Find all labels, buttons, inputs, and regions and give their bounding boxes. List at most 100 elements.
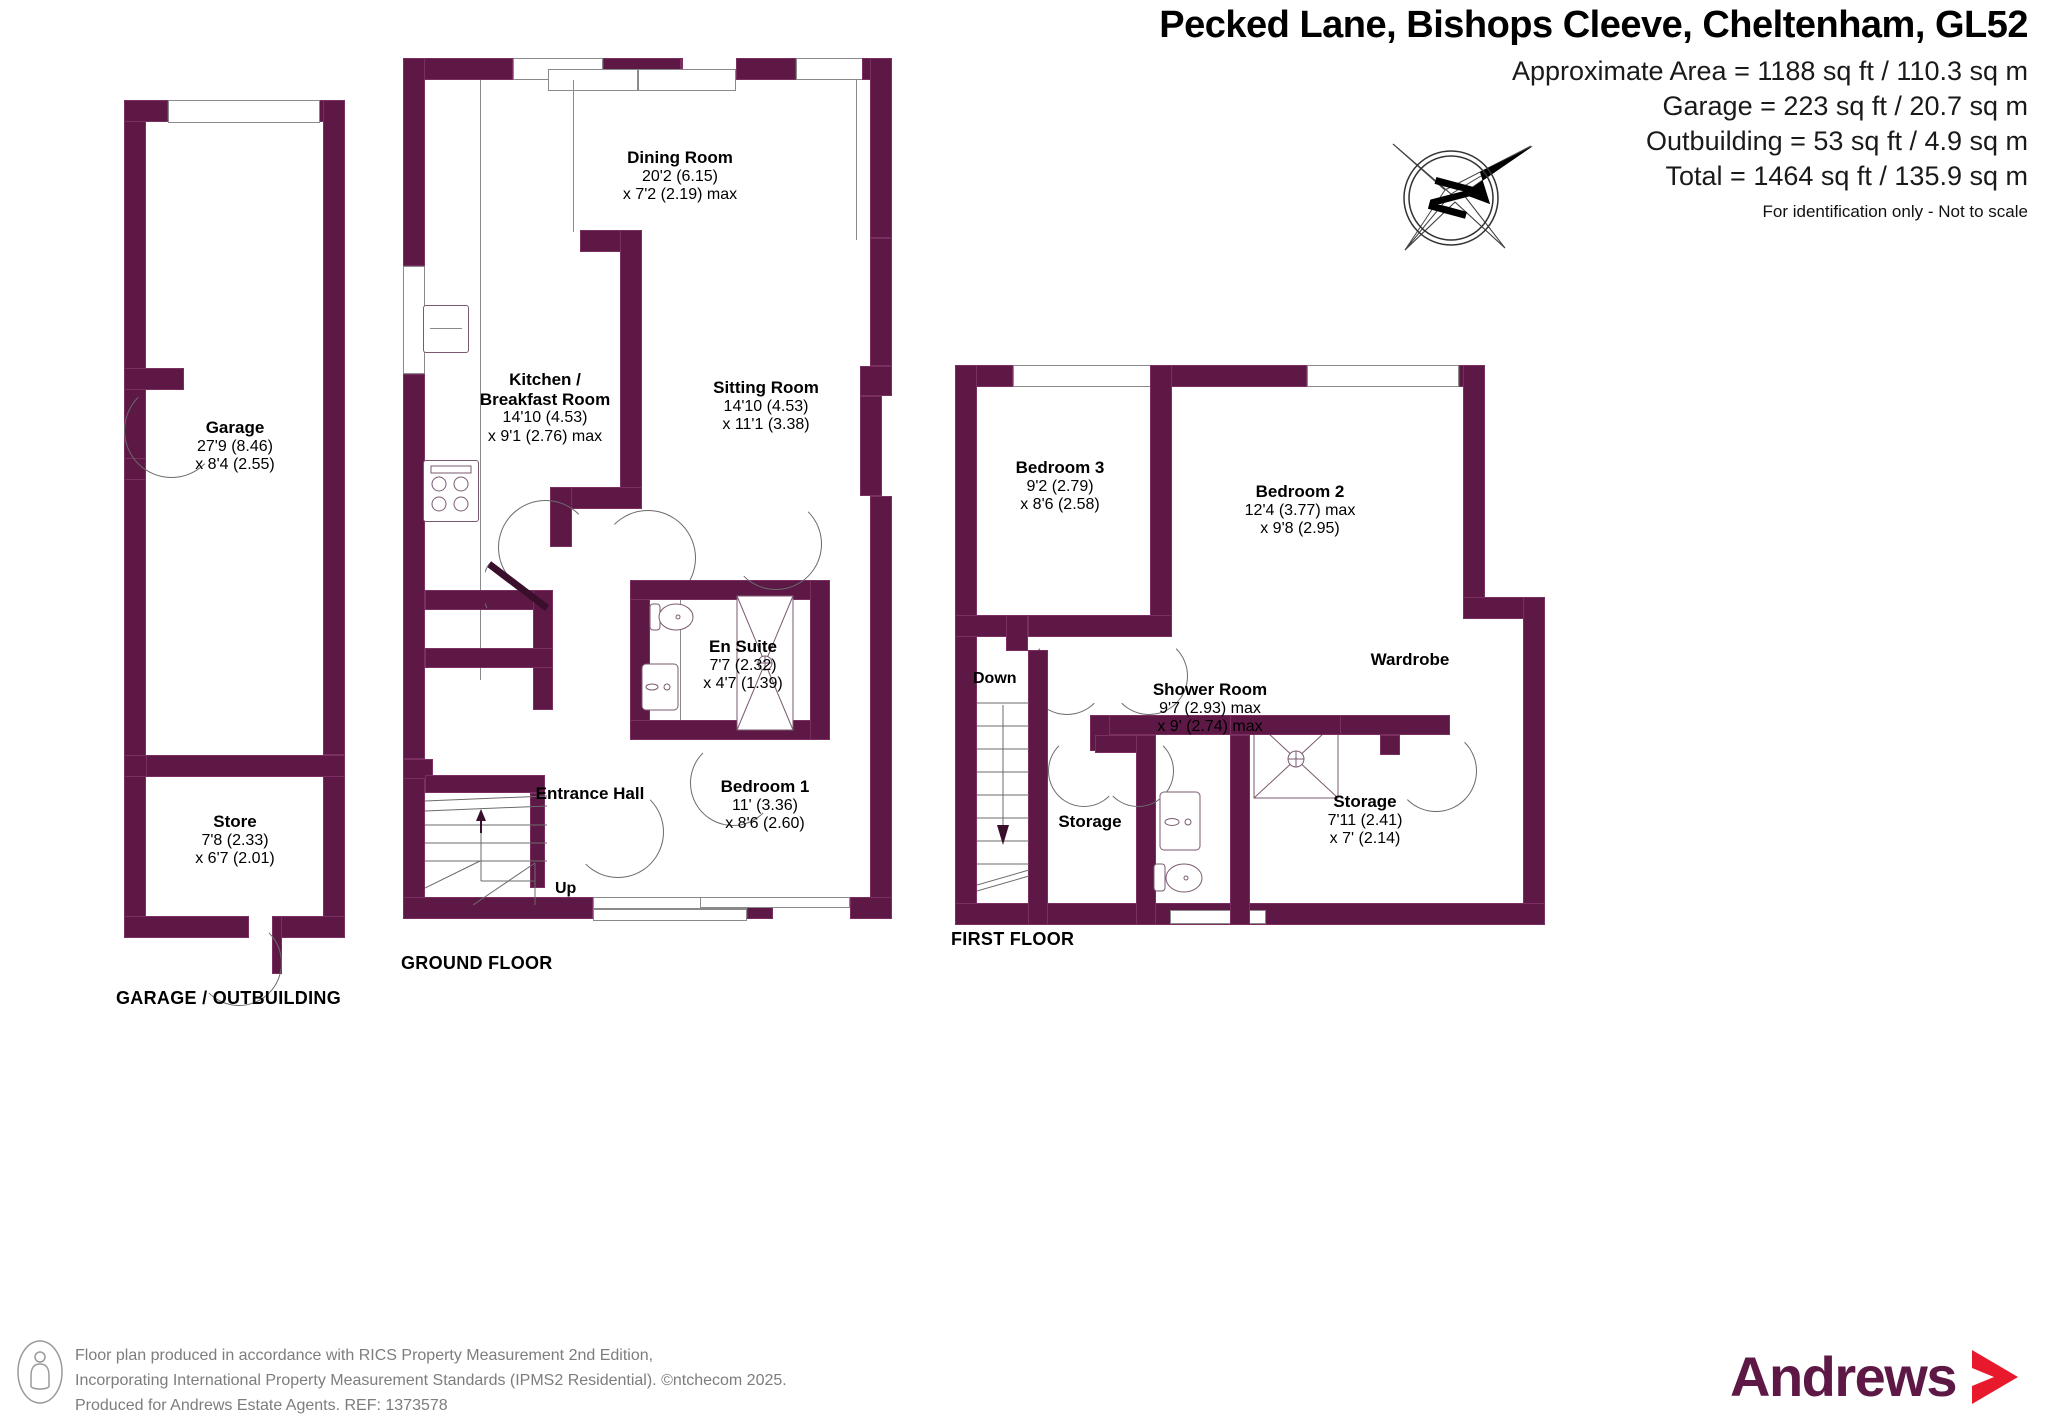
bedroom2-door-swing-icon bbox=[1110, 637, 1188, 715]
gf-window-dining-2 bbox=[548, 69, 638, 91]
sitting-room-door-swing-icon bbox=[600, 510, 696, 606]
room-label-bedroom-1: Bedroom 1 11' (3.36) x 8'6 (2.60) bbox=[720, 777, 810, 833]
gf-window-dining-3 bbox=[638, 69, 736, 91]
room-label-garage: Garage 27'9 (8.46) x 8'4 (2.55) bbox=[195, 418, 275, 474]
toilet-icon-ensuite bbox=[649, 603, 694, 631]
caption-first-floor: FIRST FLOOR bbox=[951, 929, 1075, 949]
garage-wall-left bbox=[124, 100, 146, 938]
ff-wall-shower-right bbox=[1230, 735, 1250, 925]
kitchen-hob-burners-icon bbox=[430, 465, 472, 512]
shower-room-door-swing-icon bbox=[1102, 735, 1174, 807]
garage-door-opening bbox=[168, 100, 320, 123]
garage-side-door-swing-icon bbox=[124, 383, 219, 478]
ff-window-bedroom2 bbox=[1307, 365, 1459, 387]
caption-ground-floor: GROUND FLOOR bbox=[401, 953, 553, 973]
gf-wall-right-bay bbox=[860, 366, 892, 396]
gf-wall-left-lower bbox=[403, 374, 425, 759]
ff-wall-left bbox=[955, 365, 977, 925]
ff-wall-bed3-bed2 bbox=[1150, 365, 1172, 633]
basin-icon-ensuite bbox=[641, 663, 679, 711]
garage-wall-right-lower bbox=[323, 755, 345, 938]
gf-wall-entry-stub bbox=[403, 759, 433, 779]
ff-window-bottom bbox=[1170, 910, 1266, 924]
room-label-storage-left: Storage bbox=[1058, 812, 1122, 831]
page-title: Pecked Lane, Bishops Cleeve, Cheltenham,… bbox=[1159, 4, 2028, 46]
garage-outbuilding-plan: Garage 27'9 (8.46) x 8'4 (2.55) Store 7'… bbox=[0, 0, 400, 1040]
gf-ensuite-inner-line bbox=[680, 600, 681, 720]
storage-left-door-swing-icon bbox=[1048, 735, 1120, 807]
hall-door-leaf-icon bbox=[485, 561, 550, 611]
gf-wall-right-lower bbox=[870, 496, 892, 916]
gf-wall-left-bottom bbox=[403, 759, 425, 919]
person-icon bbox=[17, 1340, 63, 1404]
ff-wall-right-lower bbox=[1523, 597, 1545, 925]
gf-wall-dining-sitting-v bbox=[620, 230, 642, 500]
room-label-dining-room: Dining Room 20'2 (6.15) x 7'2 (2.19) max bbox=[622, 148, 738, 204]
area-line-garage: Garage = 223 sq ft / 20.7 sq m bbox=[1662, 91, 2028, 122]
gf-wall-bottom-left bbox=[403, 897, 593, 919]
stair-direction-label-down: Down bbox=[973, 670, 1017, 687]
gf-wall-hall-bottom bbox=[425, 648, 553, 668]
gf-kitchen-run-outline bbox=[480, 80, 481, 680]
room-label-en-suite: En Suite 7'7 (2.32) x 4'7 (1.39) bbox=[703, 637, 783, 693]
garage-wall-bottom-right bbox=[272, 916, 345, 938]
gf-wall-right-top bbox=[870, 58, 892, 238]
stair-direction-label-up: Up bbox=[555, 880, 577, 897]
basin-icon-shower-room bbox=[1159, 791, 1201, 851]
gf-wall-bottom-right bbox=[850, 897, 892, 919]
area-line-total: Total = 1464 sq ft / 135.9 sq m bbox=[1665, 161, 2028, 192]
gf-window-entrance-2 bbox=[593, 909, 747, 921]
kitchen-sink-icon bbox=[423, 305, 469, 353]
footer-text-block: Floor plan produced in accordance with R… bbox=[75, 1344, 787, 1418]
ff-wall-bed3-landing2 bbox=[1028, 615, 1172, 637]
ff-wall-storage-right-top2 bbox=[1340, 715, 1450, 735]
footer-line-3: Produced for Andrews Estate Agents. REF:… bbox=[75, 1396, 448, 1414]
gf-wall-right-bay2 bbox=[860, 396, 882, 496]
garage-wall-top-left-stub bbox=[124, 100, 168, 122]
bedroom1-door-swing-icon bbox=[690, 740, 776, 826]
staircase-down-icon bbox=[977, 702, 1030, 892]
gf-window-kitchen-left bbox=[403, 266, 425, 374]
area-summary: Approximate Area = 1188 sq ft / 110.3 sq… bbox=[1512, 54, 2028, 223]
toilet-icon-shower-room bbox=[1153, 863, 1203, 893]
room-label-bedroom-2: Bedroom 2 12'4 (3.77) max x 9'8 (2.95) bbox=[1244, 482, 1356, 538]
garage-wall-right-upper bbox=[323, 100, 345, 755]
area-line-total-internal: Approximate Area = 1188 sq ft / 110.3 sq… bbox=[1511, 56, 2028, 86]
gf-wall-stair-top bbox=[425, 775, 545, 793]
room-label-shower-room: Shower Room 9'7 (2.93) max x 9' (2.74) m… bbox=[1152, 680, 1268, 736]
room-label-entrance-hall: Entrance Hall bbox=[535, 784, 645, 803]
ff-wall-right-upper bbox=[1463, 365, 1485, 617]
area-line-outbuilding: Outbuilding = 53 sq ft / 4.9 sq m bbox=[1646, 126, 2028, 157]
footer-line-2: Incorporating International Property Mea… bbox=[75, 1371, 787, 1389]
wardrobe-door-swing-icon bbox=[1395, 730, 1477, 812]
room-label-storage-right: Storage 7'11 (2.41) x 7' (2.14) bbox=[1327, 792, 1403, 848]
first-floor-plan: Down bbox=[940, 330, 1545, 950]
gf-window-bedroom1 bbox=[700, 897, 850, 908]
gf-wall-kitchen-v-upper bbox=[403, 58, 425, 266]
store-door-swing-icon bbox=[196, 920, 282, 1006]
andrews-logo[interactable]: Andrews bbox=[1730, 1346, 2026, 1408]
room-label-store: Store 7'8 (2.33) x 6'7 (2.01) bbox=[195, 812, 275, 868]
compass-rose-icon: N bbox=[1385, 132, 1555, 262]
ff-wall-top-mid bbox=[1161, 365, 1307, 387]
gf-thin-dining-edge bbox=[573, 80, 574, 232]
garage-store-divider-right bbox=[146, 755, 345, 777]
ground-floor-plan: Up Dining Room 20'2 (6.15) x 7'2 (2.19) … bbox=[390, 0, 930, 1000]
gf-wall-ensuite-bottom bbox=[630, 720, 830, 740]
room-label-sitting-room: Sitting Room 14'10 (4.53) x 11'1 (3.38) bbox=[713, 378, 819, 434]
gf-thin-right-upper bbox=[856, 80, 857, 240]
room-label-wardrobe: Wardrobe bbox=[1370, 650, 1450, 669]
front-door-swing-icon bbox=[572, 786, 664, 878]
staircase-up-icon bbox=[425, 795, 548, 905]
room-label-kitchen-breakfast: Kitchen / Breakfast Room 14'10 (4.53) x … bbox=[479, 370, 611, 445]
chevron-right-icon bbox=[1972, 1350, 2018, 1404]
footer-line-1: Floor plan produced in accordance with R… bbox=[75, 1347, 654, 1364]
ff-window-bedroom3 bbox=[1013, 365, 1161, 387]
shower-enclosure-icon-ensuite bbox=[736, 595, 794, 731]
ff-wall-bed3-landing-stub bbox=[1006, 615, 1028, 651]
gf-wall-ensuite-right bbox=[810, 580, 830, 740]
room-label-bedroom-3: Bedroom 3 9'2 (2.79) x 8'6 (2.58) bbox=[1015, 458, 1105, 514]
gf-wall-right-mid bbox=[870, 238, 892, 366]
disclaimer-text: For identification only - Not to scale bbox=[1762, 202, 2028, 222]
